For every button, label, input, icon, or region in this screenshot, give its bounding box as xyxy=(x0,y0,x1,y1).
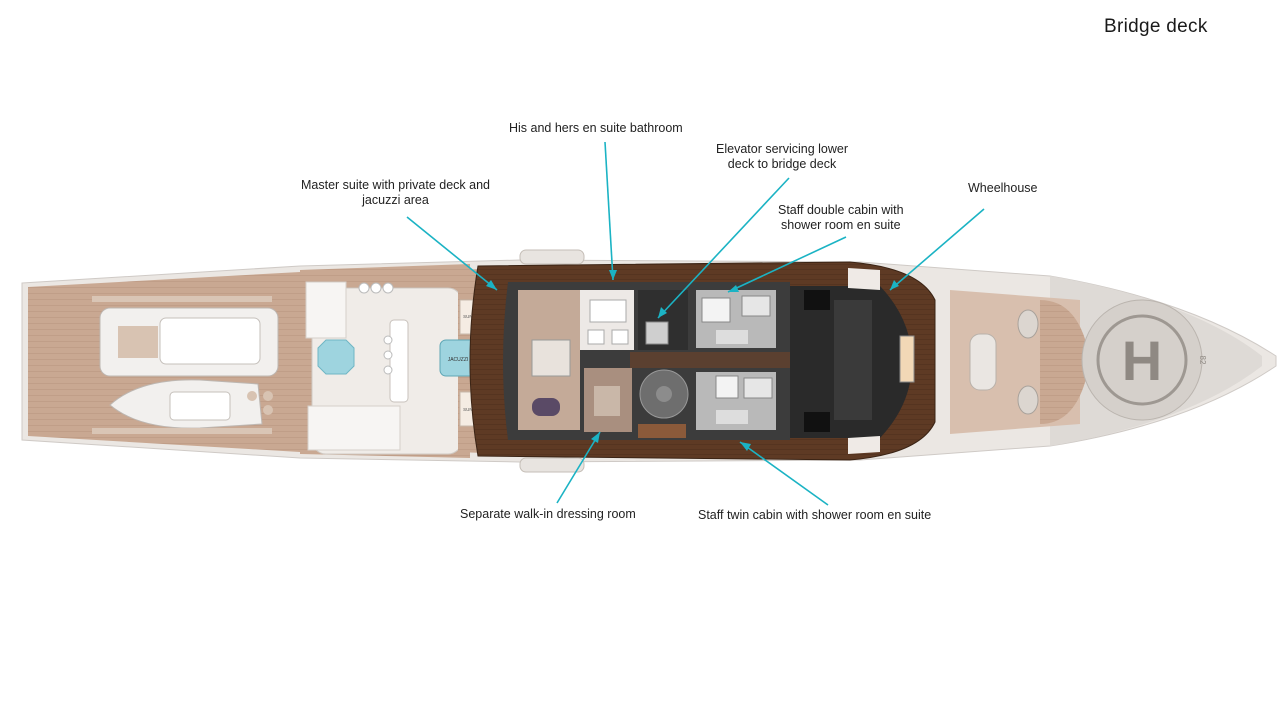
leader-lines xyxy=(406,141,985,506)
leader-wheelhouse xyxy=(889,208,985,291)
leader-staff-double xyxy=(727,236,847,293)
leader-dressing xyxy=(556,431,601,504)
callout-staff-twin-cabin: Staff twin cabin with shower room en sui… xyxy=(698,508,932,522)
callout-master-suite: Master suite with private deck and jacuz… xyxy=(301,178,490,207)
helipad-letter: H xyxy=(1122,329,1162,392)
leader-staff-twin xyxy=(739,441,829,506)
deck-title: Bridge deck xyxy=(1104,16,1208,37)
helipad-number: 82 xyxy=(1198,356,1207,365)
leader-master xyxy=(406,216,498,291)
elevator xyxy=(645,321,669,345)
callout-dressing-room: Separate walk-in dressing room xyxy=(460,507,636,521)
callout-elevator: Elevator servicing lower deck to bridge … xyxy=(716,142,848,171)
leader-arrowheads xyxy=(486,270,899,451)
jacuzzi-label: JACUZZI xyxy=(448,357,469,363)
pool xyxy=(317,339,355,375)
leader-his-hers xyxy=(604,141,614,281)
callout-his-hers-bathroom: His and hers en suite bathroom xyxy=(509,121,683,135)
leader-elevator xyxy=(657,177,790,319)
callout-staff-double-cabin: Staff double cabin with shower room en s… xyxy=(778,203,904,232)
callout-wheelhouse: Wheelhouse xyxy=(968,181,1038,195)
helipad xyxy=(1081,299,1203,421)
